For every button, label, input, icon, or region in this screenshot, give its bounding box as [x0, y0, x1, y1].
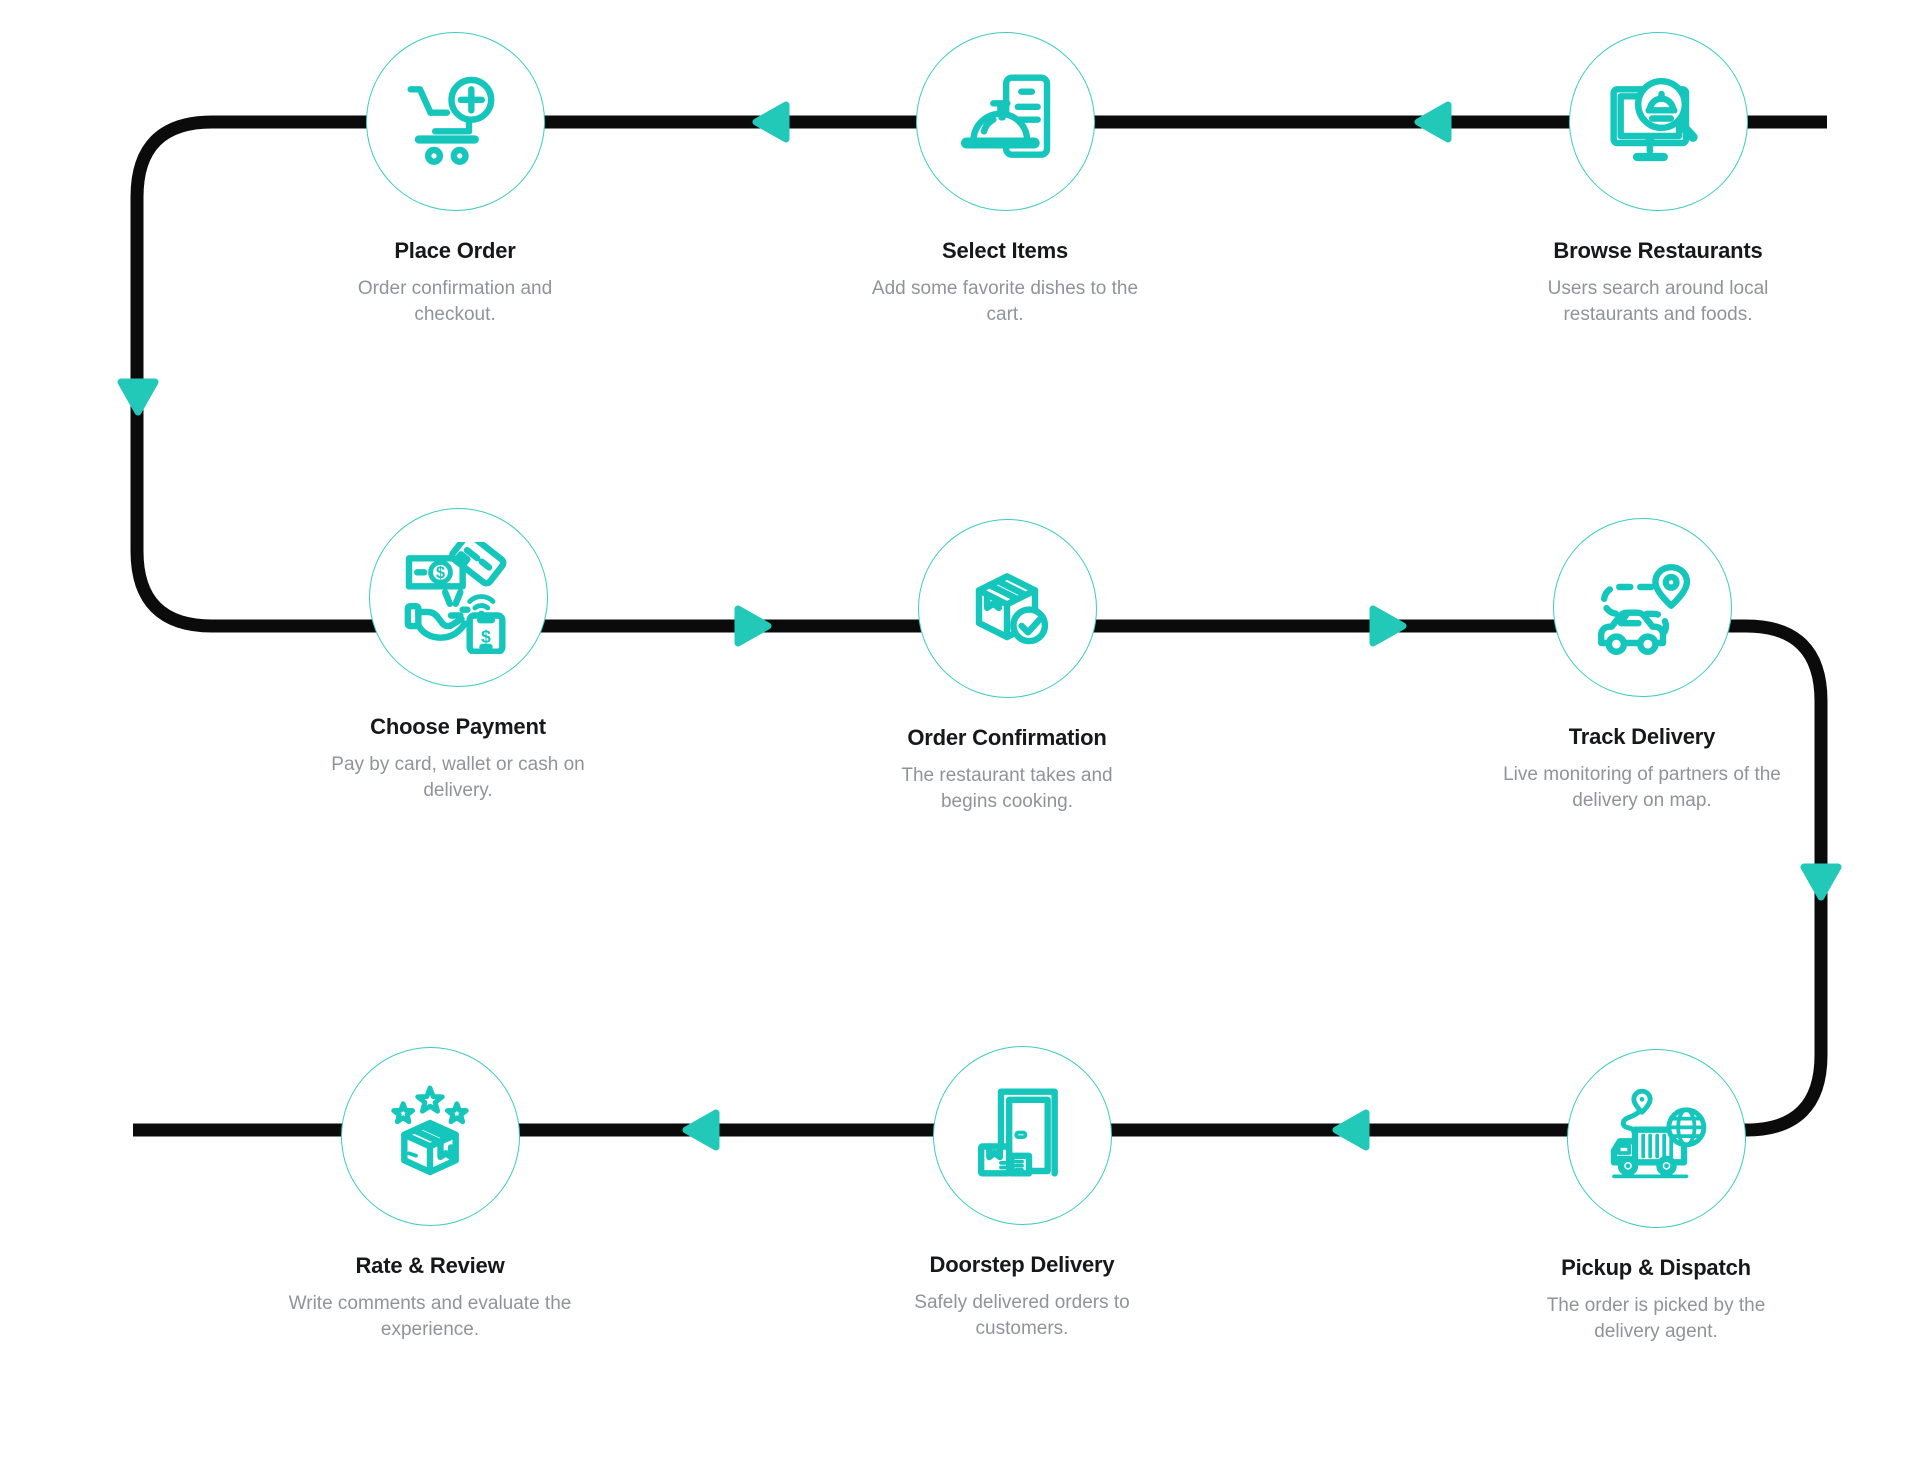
step-description: Add some favorite dishes to the cart.: [871, 278, 1139, 325]
door-parcels-icon: [977, 1087, 1058, 1177]
step-title: Doorstep Delivery: [929, 1252, 1115, 1277]
step-title: Rate & Review: [355, 1253, 505, 1278]
step-doorstep-delivery: Doorstep Delivery Safely delivered order…: [862, 1046, 1182, 1342]
arrow-left-icon: [682, 1109, 720, 1151]
step-rate-review: Rate & Review Write comments and evaluat…: [270, 1047, 590, 1343]
step-circle: [1552, 518, 1732, 697]
step-description: Users search around local restaurants an…: [1547, 278, 1769, 325]
arrow-left-icon: [1332, 1109, 1370, 1151]
arrow-left-icon: [1414, 101, 1452, 143]
step-circle: [340, 1047, 520, 1226]
step-circle: [1566, 1049, 1746, 1228]
step-description: Live monitoring of partners of the deliv…: [1503, 764, 1781, 811]
step-description: Pay by card, wallet or cash on delivery.: [331, 754, 585, 801]
step-circle: [1568, 32, 1748, 211]
step-circle: $ $: [368, 508, 548, 687]
arrow-right-icon: [734, 605, 772, 647]
step-description: The restaurant takes and begins cooking.: [901, 765, 1113, 812]
step-title: Order Confirmation: [907, 725, 1107, 750]
step-circle: [365, 32, 545, 211]
box-stars-icon: [391, 1085, 469, 1175]
step-browse-restaurants: Browse Restaurants Users search around l…: [1498, 32, 1818, 328]
step-title: Choose Payment: [370, 714, 546, 739]
step-title: Browse Restaurants: [1553, 238, 1763, 263]
step-circle: [915, 32, 1095, 211]
monitor-food-search-icon: [1610, 77, 1698, 161]
step-title: Select Items: [941, 238, 1068, 263]
arrow-right-icon: [1369, 605, 1407, 647]
step-circle: [917, 519, 1097, 698]
step-title: Track Delivery: [1568, 724, 1716, 749]
step-order-confirmation: Order Confirmation The restaurant takes …: [847, 519, 1167, 815]
step-pickup-dispatch: Pickup & Dispatch The order is picked by…: [1496, 1049, 1816, 1345]
step-choose-payment: $ $ Choo: [298, 508, 618, 804]
arrow-down-icon: [1800, 863, 1842, 901]
arrow-left-icon: [752, 101, 790, 143]
svg-text:$: $: [436, 564, 445, 582]
cart-plus-icon: [407, 76, 495, 165]
step-description: Write comments and evaluate the experien…: [288, 1293, 572, 1340]
step-place-order: Place Order Order confirmation and check…: [295, 32, 615, 328]
step-description: Order confirmation and checkout.: [357, 278, 553, 325]
step-track-delivery: Track Delivery Live monitoring of partne…: [1482, 518, 1802, 814]
step-description: The order is picked by the delivery agen…: [1546, 1295, 1766, 1342]
step-title: Place Order: [394, 238, 516, 263]
delivery-truck-globe-icon: [1610, 1088, 1707, 1178]
payment-methods-icon: $ $: [404, 541, 507, 654]
step-circle: [932, 1046, 1112, 1225]
step-description: Safely delivered orders to customers.: [914, 1292, 1130, 1339]
dish-menu-icon: [960, 73, 1051, 158]
svg-text:$: $: [481, 626, 491, 646]
step-select-items: Select Items Add some favorite dishes to…: [845, 32, 1165, 328]
step-title: Pickup & Dispatch: [1561, 1255, 1751, 1280]
package-check-icon: [975, 572, 1049, 644]
arrow-down-icon: [117, 378, 159, 416]
car-route-map-pin-icon: [1597, 563, 1691, 655]
